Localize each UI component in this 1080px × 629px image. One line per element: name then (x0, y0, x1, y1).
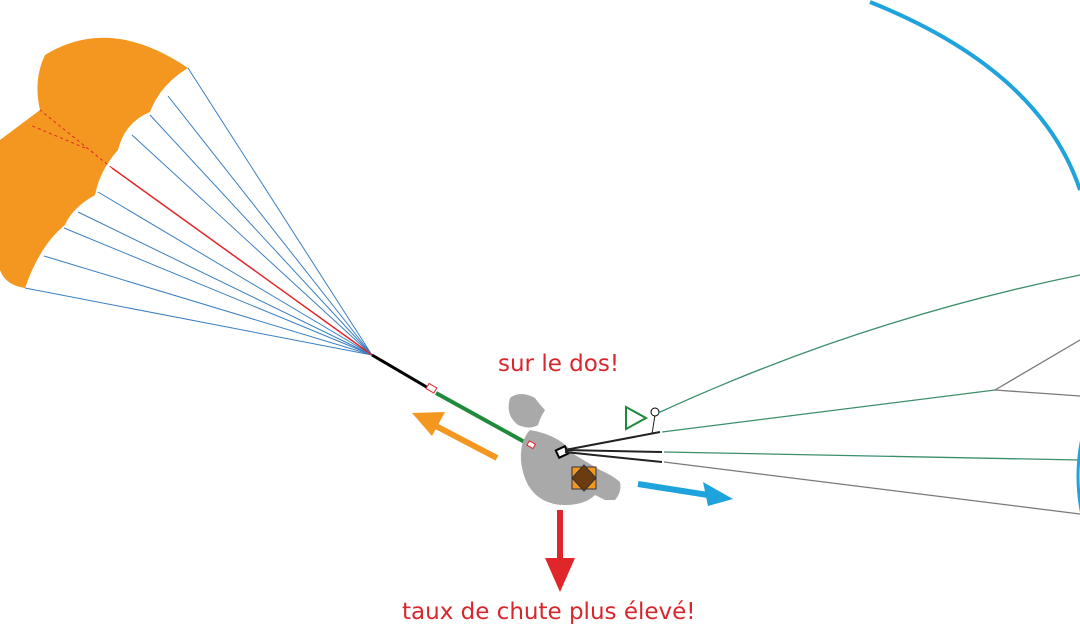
orange-arrow (412, 412, 499, 461)
red-arrow (545, 510, 575, 592)
glider-wing-arc (869, 0, 1080, 191)
speedbar-triangle (625, 405, 649, 431)
brake-handle (650, 407, 660, 417)
sink-rate-label: taux de chute plus élevé! (402, 599, 696, 625)
connector-link (425, 382, 438, 394)
bridle-line (29, 109, 373, 356)
reserve-canopy (0, 37, 188, 288)
blue-arrow (637, 481, 733, 506)
black-riser (371, 353, 431, 391)
glider-lines (657, 274, 1080, 515)
reserve-container (571, 464, 597, 492)
glider-wing-tip (1076, 440, 1080, 513)
on-back-label: sur le dos! (498, 351, 619, 377)
suspension-lines (24, 67, 373, 356)
connector-link (526, 440, 537, 450)
green-riser (435, 391, 531, 447)
glider-risers (564, 414, 663, 463)
